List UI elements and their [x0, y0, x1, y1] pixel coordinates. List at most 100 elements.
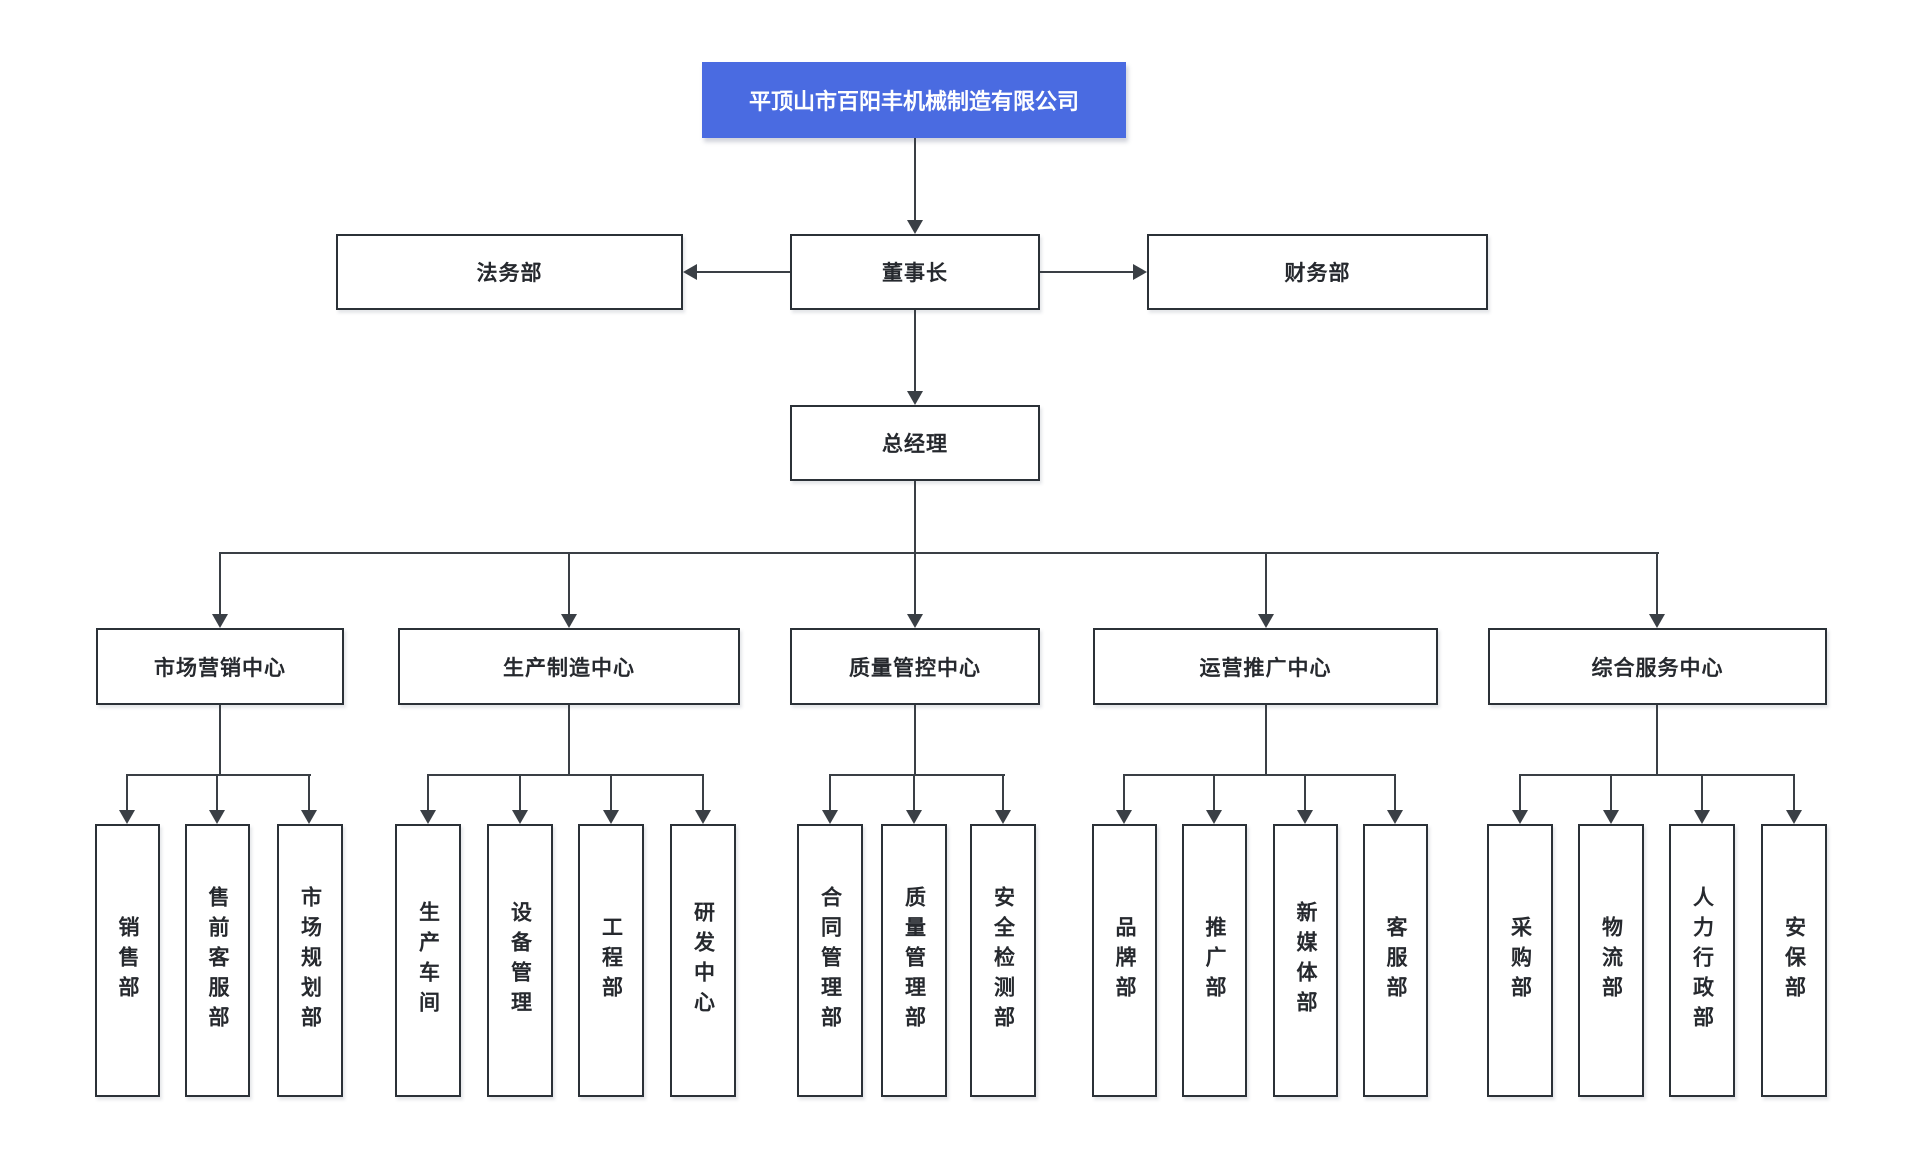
org-node-dept-rnd-center[interactable]: 研发中心: [670, 824, 736, 1097]
org-node-dept-sales[interactable]: 销售部: [95, 824, 160, 1097]
org-node-dept-production-workshop[interactable]: 生产车间: [395, 824, 461, 1097]
connector-drop: [914, 552, 916, 614]
connector-drop: [1002, 774, 1004, 810]
connector-drop: [1123, 774, 1125, 810]
connector-drop: [427, 774, 429, 810]
arrow-down-icon: [1258, 614, 1274, 628]
org-node-dept-new-media[interactable]: 新媒体部: [1273, 824, 1338, 1097]
connector-drop: [568, 552, 570, 614]
connector-group-rail: [1123, 774, 1396, 776]
connector-drop: [829, 774, 831, 810]
connector-center-stem: [219, 705, 221, 775]
org-node-dept-market-planning[interactable]: 市场规划部: [277, 824, 343, 1097]
dept-label: 推广部: [1203, 915, 1226, 1006]
arrow-down-icon: [1786, 810, 1802, 824]
arrow-down-icon: [1649, 614, 1665, 628]
arrow-down-icon: [906, 810, 922, 824]
arrow-down-icon: [1512, 810, 1528, 824]
org-node-center-quality[interactable]: 质量管控中心: [790, 628, 1040, 705]
org-node-center-operations[interactable]: 运营推广中心: [1093, 628, 1438, 705]
arrow-down-icon: [1116, 810, 1132, 824]
org-node-finance[interactable]: 财务部: [1147, 234, 1488, 310]
org-node-dept-equipment-mgmt[interactable]: 设备管理: [487, 824, 553, 1097]
org-node-dept-hr-admin[interactable]: 人力行政部: [1669, 824, 1735, 1097]
org-node-dept-logistics[interactable]: 物流部: [1578, 824, 1644, 1097]
org-node-dept-customer-service[interactable]: 客服部: [1363, 824, 1428, 1097]
dept-label: 人力行政部: [1690, 885, 1714, 1036]
connector-drop: [1519, 774, 1521, 810]
org-node-dept-safety-inspection[interactable]: 安全检测部: [970, 824, 1036, 1097]
arrow-left-icon: [683, 264, 697, 280]
connector-drop: [610, 774, 612, 810]
arrow-down-icon: [907, 220, 923, 234]
connector-drop: [1701, 774, 1703, 810]
connector-center-stem: [1656, 705, 1658, 775]
org-node-dept-presales-service[interactable]: 售前客服部: [185, 824, 250, 1097]
arrow-down-icon: [212, 614, 228, 628]
dept-label: 市场规划部: [298, 885, 322, 1036]
arrow-down-icon: [561, 614, 577, 628]
dept-label: 物流部: [1599, 915, 1623, 1006]
connector-drop: [219, 552, 221, 614]
dept-label: 合同管理部: [818, 885, 842, 1036]
connector-drop: [1656, 552, 1658, 614]
dept-label: 质量管理部: [902, 885, 926, 1036]
org-node-dept-promotion[interactable]: 推广部: [1182, 824, 1247, 1097]
connector-drop: [519, 774, 521, 810]
connector-drop: [1394, 774, 1396, 810]
arrow-right-icon: [1133, 264, 1147, 280]
connector-root-chairman: [914, 138, 916, 220]
org-node-center-services[interactable]: 综合服务中心: [1488, 628, 1827, 705]
connector-center-stem: [568, 705, 570, 775]
arrow-down-icon: [209, 810, 225, 824]
org-node-company-root[interactable]: 平顶山市百阳丰机械制造有限公司: [702, 62, 1126, 138]
connector-center-stem: [1265, 705, 1267, 775]
org-node-dept-brand[interactable]: 品牌部: [1092, 824, 1157, 1097]
arrow-down-icon: [695, 810, 711, 824]
connector-drop: [1304, 774, 1306, 810]
org-node-dept-quality-mgmt[interactable]: 质量管理部: [881, 824, 947, 1097]
connector-drop: [913, 774, 915, 810]
arrow-down-icon: [420, 810, 436, 824]
dept-label: 客服部: [1384, 915, 1407, 1006]
org-node-gm[interactable]: 总经理: [790, 405, 1040, 481]
dept-label: 研发中心: [691, 900, 715, 1021]
connector-group-rail: [126, 774, 311, 776]
connector-gm-rail: [914, 481, 916, 553]
arrow-down-icon: [1603, 810, 1619, 824]
org-node-dept-procurement[interactable]: 采购部: [1487, 824, 1553, 1097]
dept-label: 销售部: [116, 915, 139, 1006]
arrow-down-icon: [995, 810, 1011, 824]
arrow-down-icon: [1206, 810, 1222, 824]
org-node-dept-security[interactable]: 安保部: [1761, 824, 1827, 1097]
connector-group-rail: [1519, 774, 1795, 776]
connector-center-stem: [914, 705, 916, 775]
connector-chairman-finance: [1040, 271, 1133, 273]
connector-chairman-legal: [697, 271, 790, 273]
arrow-down-icon: [907, 614, 923, 628]
dept-label: 品牌部: [1113, 915, 1136, 1006]
arrow-down-icon: [907, 391, 923, 405]
connector-main-rail: [219, 552, 1659, 554]
arrow-down-icon: [301, 810, 317, 824]
connector-drop: [1793, 774, 1795, 810]
connector-drop: [126, 774, 128, 810]
dept-label: 新媒体部: [1294, 900, 1317, 1021]
dept-label: 工程部: [599, 915, 623, 1006]
org-node-center-marketing[interactable]: 市场营销中心: [96, 628, 344, 705]
connector-drop: [702, 774, 704, 810]
org-node-chairman[interactable]: 董事长: [790, 234, 1040, 310]
arrow-down-icon: [1694, 810, 1710, 824]
org-node-dept-contract-mgmt[interactable]: 合同管理部: [797, 824, 863, 1097]
org-node-center-production[interactable]: 生产制造中心: [398, 628, 740, 705]
dept-label: 安全检测部: [991, 885, 1015, 1036]
connector-drop: [1610, 774, 1612, 810]
connector-drop: [1265, 552, 1267, 614]
dept-label: 生产车间: [416, 900, 440, 1021]
org-node-legal[interactable]: 法务部: [336, 234, 683, 310]
dept-label: 设备管理: [508, 900, 532, 1021]
org-node-dept-engineering[interactable]: 工程部: [578, 824, 644, 1097]
connector-drop: [1213, 774, 1215, 810]
connector-chairman-gm: [914, 310, 916, 391]
